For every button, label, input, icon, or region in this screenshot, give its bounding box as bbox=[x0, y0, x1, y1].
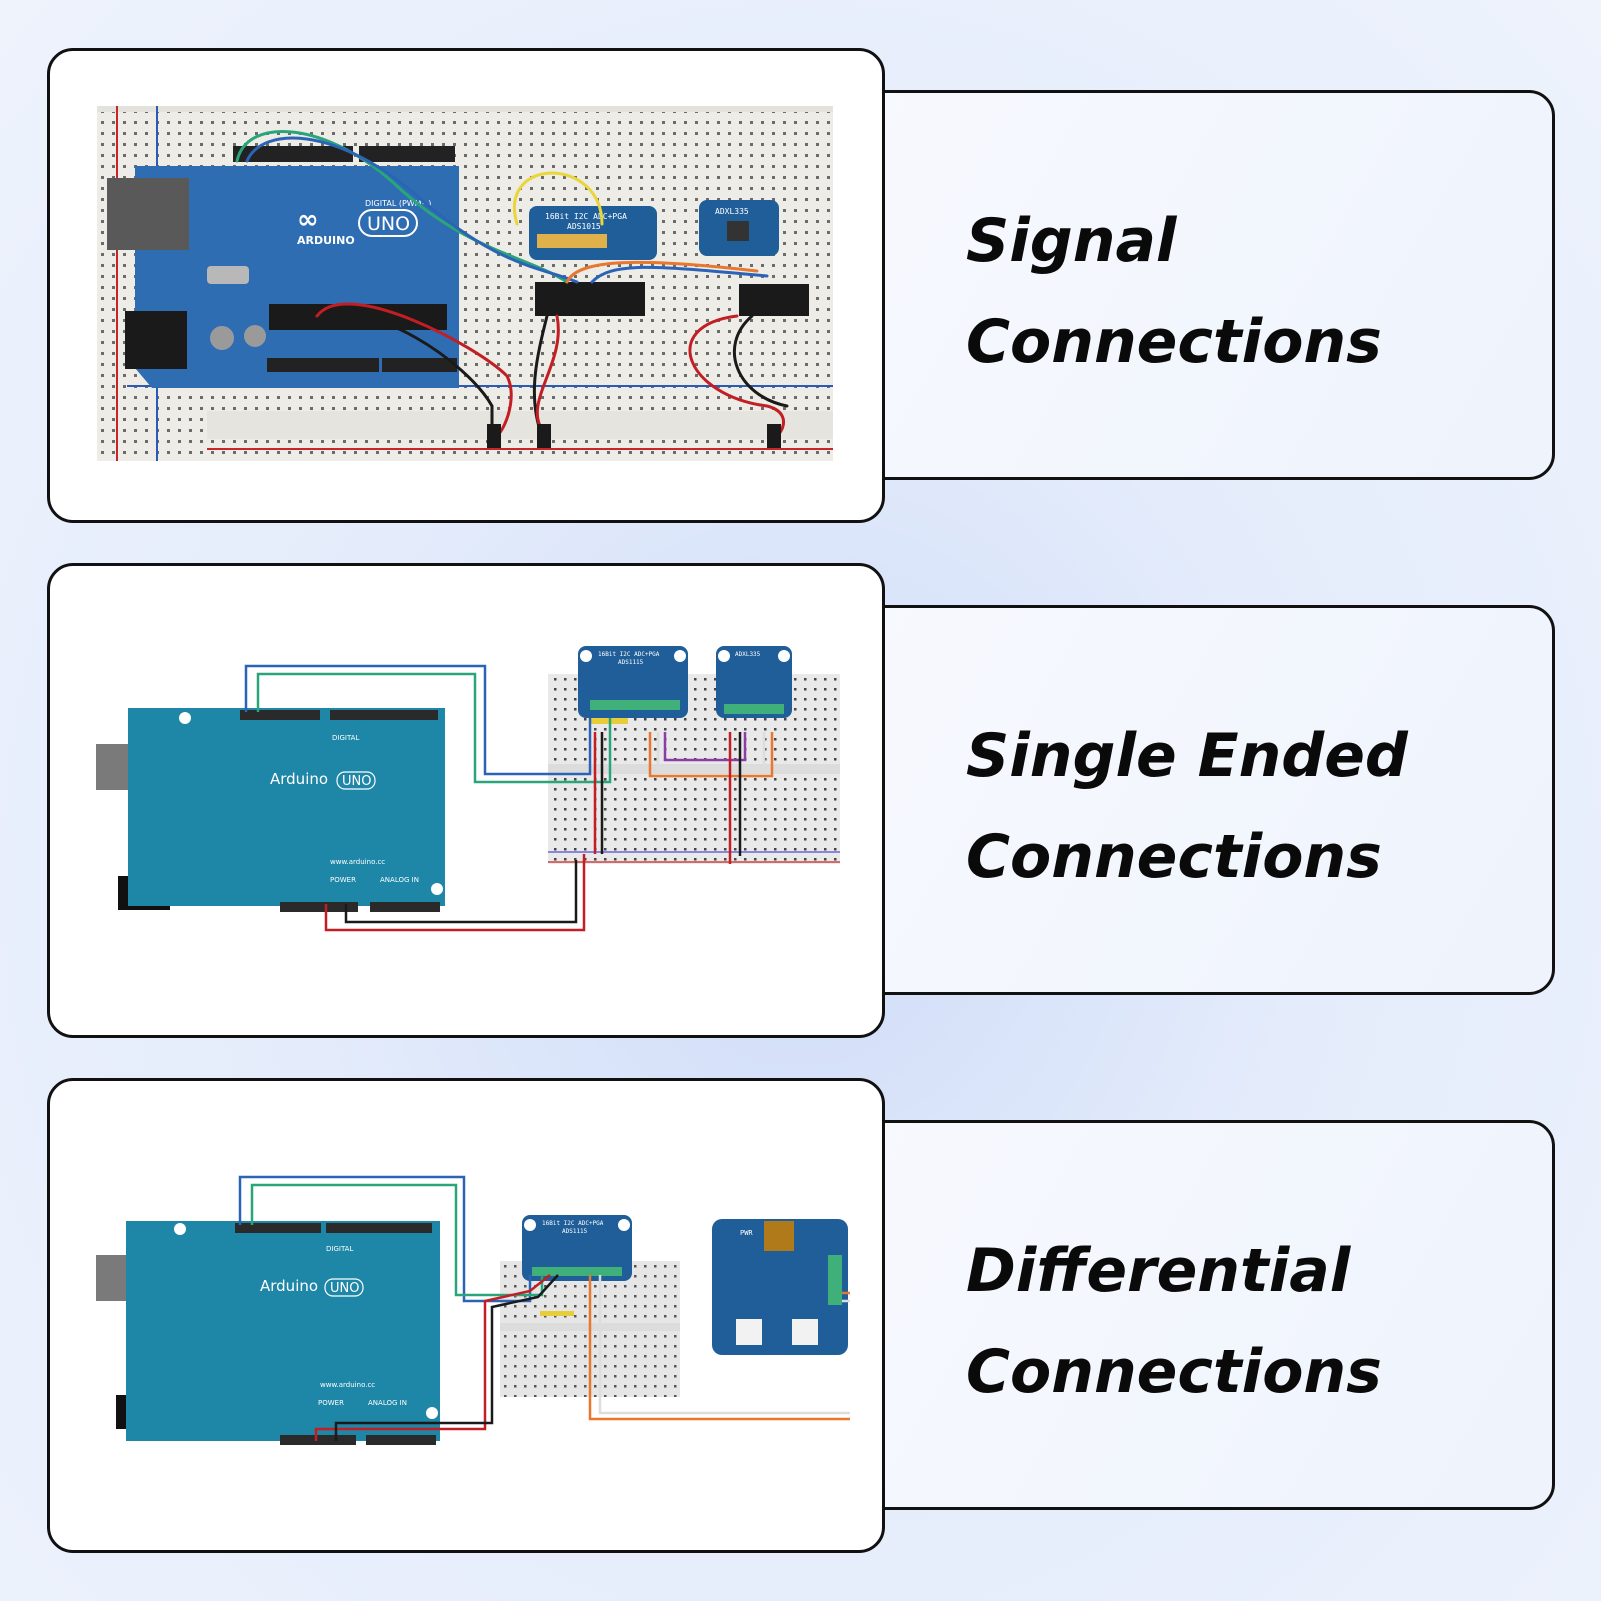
board-header-label: DIGITAL bbox=[332, 734, 359, 742]
board-name-label: Arduino bbox=[260, 1277, 318, 1295]
adc-module: 16Bit I2C ADC+PGA ADS1015 bbox=[529, 206, 657, 316]
board-url-label: www.arduino.cc bbox=[320, 1381, 375, 1389]
power-module: PWR bbox=[712, 1219, 848, 1355]
adxl335-module: ADXL335 bbox=[716, 646, 792, 718]
adxl335-module: ADXL335 bbox=[699, 200, 809, 316]
title-line1: Single Ended bbox=[966, 721, 1408, 791]
title-box-differential: Differential Connections bbox=[845, 1120, 1555, 1510]
board-model-label: UNO bbox=[330, 1281, 359, 1296]
adc-module-label: 16Bit I2C ADC+PGA bbox=[542, 1220, 604, 1227]
board-name-label: Arduino bbox=[270, 770, 328, 788]
adxl-module-label: ADXL335 bbox=[715, 207, 749, 216]
board-analog-label: ANALOG IN bbox=[368, 1399, 407, 1407]
title-line2: Connections bbox=[966, 822, 1382, 892]
adc-module-label: 16Bit I2C ADC+PGA bbox=[598, 651, 660, 658]
board-header-label: DIGITAL (PWM~) bbox=[365, 199, 431, 208]
board-analog-label: ANALOG IN bbox=[380, 876, 419, 884]
breadboard-photo: ∞ UNO ARDUINO DIGITAL (PWM~) 16Bit I2C A… bbox=[97, 106, 833, 461]
image-card-single-ended: Arduino UNO DIGITAL www.arduino.cc POWER… bbox=[47, 563, 885, 1038]
board-model-label: UNO bbox=[342, 774, 371, 789]
board-name-label: ARDUINO bbox=[297, 234, 355, 247]
wires bbox=[244, 664, 774, 932]
board-header-label: DIGITAL bbox=[326, 1245, 353, 1253]
title-line2: Connections bbox=[966, 1337, 1382, 1407]
title-single-ended: Single Ended Connections bbox=[966, 706, 1408, 908]
panel-signal: Signal Connections bbox=[0, 48, 1601, 523]
board-url-label: www.arduino.cc bbox=[330, 858, 385, 866]
panel-differential: Differential Connections bbox=[0, 1078, 1601, 1553]
arduino-uno-board: Arduino UNO DIGITAL www.arduino.cc POWER… bbox=[96, 1221, 440, 1445]
adc-module-chip-label: ADS1015 bbox=[567, 222, 601, 231]
title-line1: Signal bbox=[966, 206, 1177, 276]
image-card-differential: Arduino UNO DIGITAL www.arduino.cc POWER… bbox=[47, 1078, 885, 1553]
wires bbox=[235, 130, 789, 438]
adc-module-chip-label: ADS1115 bbox=[618, 659, 644, 666]
title-line1: Differential bbox=[966, 1236, 1351, 1306]
adc-module: 16Bit I2C ADC+PGA ADS1115 bbox=[578, 646, 688, 724]
title-differential: Differential Connections bbox=[966, 1221, 1382, 1423]
adc-module-label: 16Bit I2C ADC+PGA bbox=[545, 212, 627, 221]
arduino-uno-board: Arduino UNO DIGITAL www.arduino.cc POWER… bbox=[96, 708, 445, 912]
image-card-signal: ∞ UNO ARDUINO DIGITAL (PWM~) 16Bit I2C A… bbox=[47, 48, 885, 523]
svg-text:∞: ∞ bbox=[297, 205, 319, 235]
adxl-module-label: ADXL335 bbox=[735, 651, 761, 658]
adc-module-chip-label: ADS1115 bbox=[562, 1228, 588, 1235]
panel-single-ended: Single Ended Connections bbox=[0, 563, 1601, 1038]
power-module-label: PWR bbox=[740, 1229, 753, 1237]
title-box-single-ended: Single Ended Connections bbox=[845, 605, 1555, 995]
adc-module: 16Bit I2C ADC+PGA ADS1115 bbox=[522, 1215, 632, 1316]
single-ended-schematic: Arduino UNO DIGITAL www.arduino.cc POWER… bbox=[96, 646, 840, 932]
wires bbox=[238, 1175, 850, 1441]
differential-schematic: Arduino UNO DIGITAL www.arduino.cc POWER… bbox=[96, 1175, 850, 1445]
title-signal: Signal Connections bbox=[966, 191, 1382, 393]
arduino-uno-board: ∞ UNO ARDUINO DIGITAL (PWM~) bbox=[107, 146, 459, 388]
board-power-label: POWER bbox=[318, 1399, 344, 1407]
title-box-signal: Signal Connections bbox=[845, 90, 1555, 480]
title-line2: Connections bbox=[966, 307, 1382, 377]
board-model-label: UNO bbox=[367, 213, 410, 235]
board-power-label: POWER bbox=[330, 876, 356, 884]
